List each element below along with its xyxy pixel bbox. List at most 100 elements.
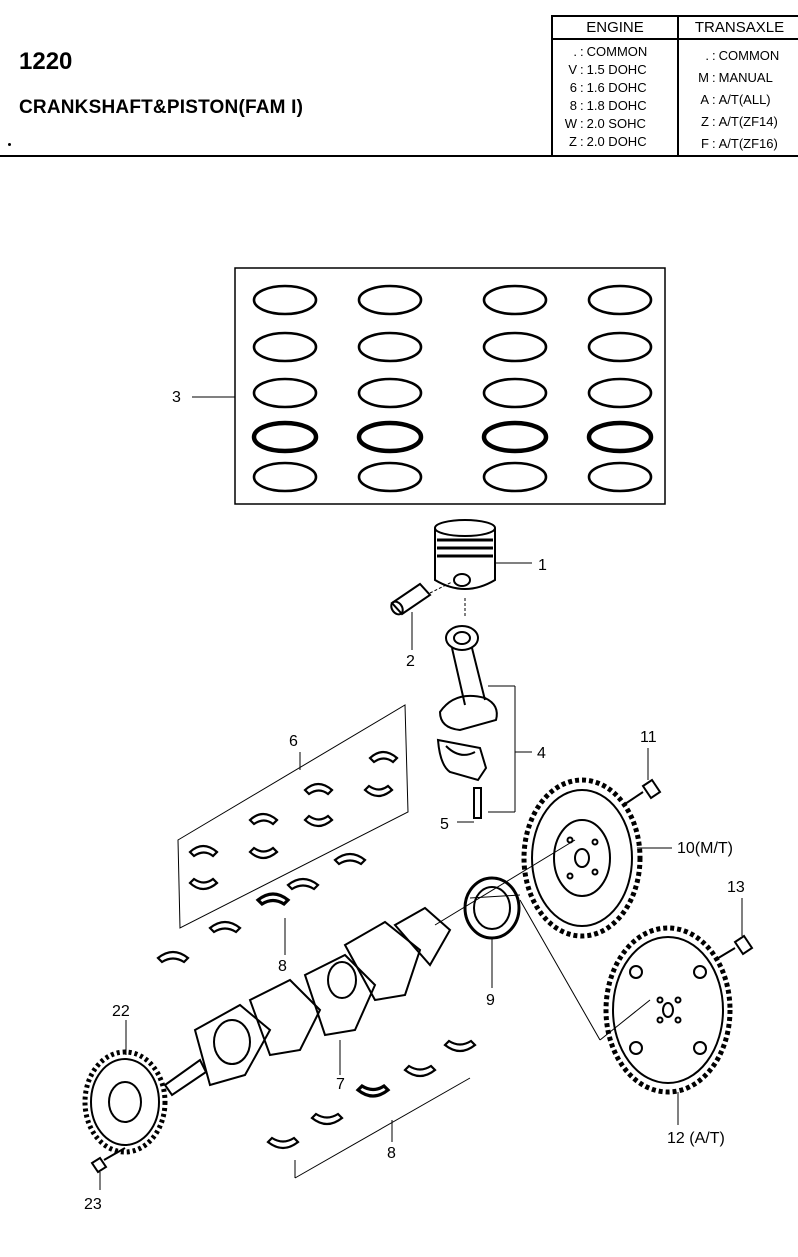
engine-heading: ENGINE [553, 17, 677, 40]
piston [434, 519, 532, 618]
engine-key: W [564, 116, 577, 131]
engine-value: 2.0 DOHC [586, 134, 647, 149]
engine-key: 8 [569, 98, 577, 113]
piston-ring [482, 461, 548, 493]
bearing-shell [156, 950, 190, 964]
transaxle-heading: TRANSAXLE [679, 17, 798, 40]
ring-grid [251, 284, 654, 493]
piston-ring [357, 331, 423, 363]
bearing-shell [286, 877, 320, 891]
bearing-shell [303, 814, 334, 828]
group-code: 1220 [19, 48, 73, 75]
ring-set-box [234, 267, 666, 505]
engine-value: 1.6 DOHC [586, 80, 647, 95]
engine-row: Z:2.0 DOHC [553, 133, 677, 151]
flex-plate-at [519, 899, 733, 1125]
engine-value: 1.5 DOHC [586, 62, 647, 77]
flex-plate-bolt [714, 898, 754, 961]
piston-ring [587, 331, 653, 363]
bearing-shell [188, 877, 219, 891]
oil-ring [356, 420, 424, 454]
transaxle-row: F:A/T(ZF16) [679, 133, 798, 155]
engine-key: Z [569, 134, 577, 149]
engine-key: . [573, 44, 577, 59]
callout-3: 3 [172, 389, 181, 406]
engine-row: W:2.0 SOHC [553, 115, 677, 133]
piston-ring [482, 284, 548, 316]
callout-6: 6 [289, 733, 298, 750]
callout-22: 22 [112, 1003, 130, 1020]
oil-seal [463, 876, 521, 988]
bearing-shell [208, 920, 242, 934]
page-header: 1220 CRANKSHAFT&PISTON(FAM I) ENGINE .:C… [0, 0, 798, 158]
engine-row: .:COMMON [553, 43, 677, 61]
bearing-shell [248, 846, 279, 860]
callout-10: 10(M/T) [677, 840, 733, 857]
callout-1: 1 [538, 557, 547, 574]
engine-value: 2.0 SOHC [586, 116, 646, 131]
transaxle-value: A/T(ZF14) [718, 114, 778, 129]
bearing-shell [188, 844, 219, 858]
engine-row: 8:1.8 DOHC [553, 97, 677, 115]
engine-value: COMMON [586, 44, 648, 59]
piston-ring [357, 284, 423, 316]
exploded-parts-diagram: 1 2 3 4 5 6 7 8 8 9 10(M/T) 11 12 (A/T) … [82, 267, 754, 1213]
flywheel-mt [521, 777, 672, 939]
oil-ring [481, 420, 549, 454]
piston-ring [252, 461, 318, 493]
bearing-shell [403, 1064, 437, 1078]
callout-7: 7 [336, 1076, 345, 1093]
piston-ring [482, 377, 548, 409]
transaxle-value: A/T(ALL) [718, 92, 771, 107]
transaxle-value: A/T(ZF16) [718, 136, 778, 151]
transaxle-key: Z [701, 114, 709, 129]
transaxle-key: F [701, 136, 709, 151]
thrust-bearing-shell [255, 892, 291, 907]
rod-bolt [457, 787, 482, 823]
bearing-shell [303, 782, 334, 796]
piston-ring [587, 377, 653, 409]
callout-8-upper: 8 [278, 958, 287, 975]
piston-ring-set [192, 267, 666, 505]
piston-ring [587, 461, 653, 493]
page-title: CRANKSHAFT&PISTON(FAM I) [19, 97, 304, 118]
lower-main-bearings [266, 1039, 477, 1179]
engine-key: V [568, 62, 577, 77]
bearing-shell [443, 1039, 477, 1053]
thrust-bearing-shell [355, 1083, 391, 1098]
header-dot [8, 143, 11, 146]
piston-ring [357, 377, 423, 409]
connecting-rod [438, 625, 532, 813]
engine-value: 1.8 DOHC [586, 98, 647, 113]
rod-cap [436, 738, 488, 782]
piston-pin [390, 581, 453, 650]
callout-5: 5 [440, 816, 449, 833]
callout-4: 4 [537, 745, 546, 762]
transaxle-value: COMMON [718, 48, 780, 63]
bearing-shell [266, 1136, 300, 1150]
callout-13: 13 [727, 879, 745, 896]
bearing-shell [248, 812, 279, 826]
callout-9: 9 [486, 992, 495, 1009]
piston-ring [482, 331, 548, 363]
transaxle-value: MANUAL [718, 70, 773, 85]
rod-bearing-set [177, 704, 409, 929]
engine-key: 6 [569, 80, 577, 95]
engine-row: V:1.5 DOHC [553, 61, 677, 79]
sprocket-bolt [90, 1147, 126, 1190]
bearing-shell [333, 852, 367, 866]
piston-ring [252, 284, 318, 316]
callout-11: 11 [640, 729, 657, 746]
legend-table: ENGINE .:COMMON V:1.5 DOHC 6:1.6 DOHC 8:… [551, 15, 798, 157]
crankshaft [163, 839, 576, 1097]
callout-12: 12 (A/T) [667, 1130, 725, 1147]
transaxle-rows: .:COMMON M:MANUAL A:A/T(ALL) Z:A/T(ZF14)… [679, 40, 798, 155]
engine-rows: .:COMMON V:1.5 DOHC 6:1.6 DOHC 8:1.8 DOH… [553, 40, 677, 151]
transaxle-row: M:MANUAL [679, 67, 798, 89]
callout-2: 2 [406, 653, 415, 670]
piston-ring [252, 377, 318, 409]
oil-ring [586, 420, 654, 454]
transaxle-column: TRANSAXLE .:COMMON M:MANUAL A:A/T(ALL) Z… [679, 17, 798, 157]
callout-8-lower: 8 [387, 1145, 396, 1162]
header-divider [0, 155, 798, 157]
